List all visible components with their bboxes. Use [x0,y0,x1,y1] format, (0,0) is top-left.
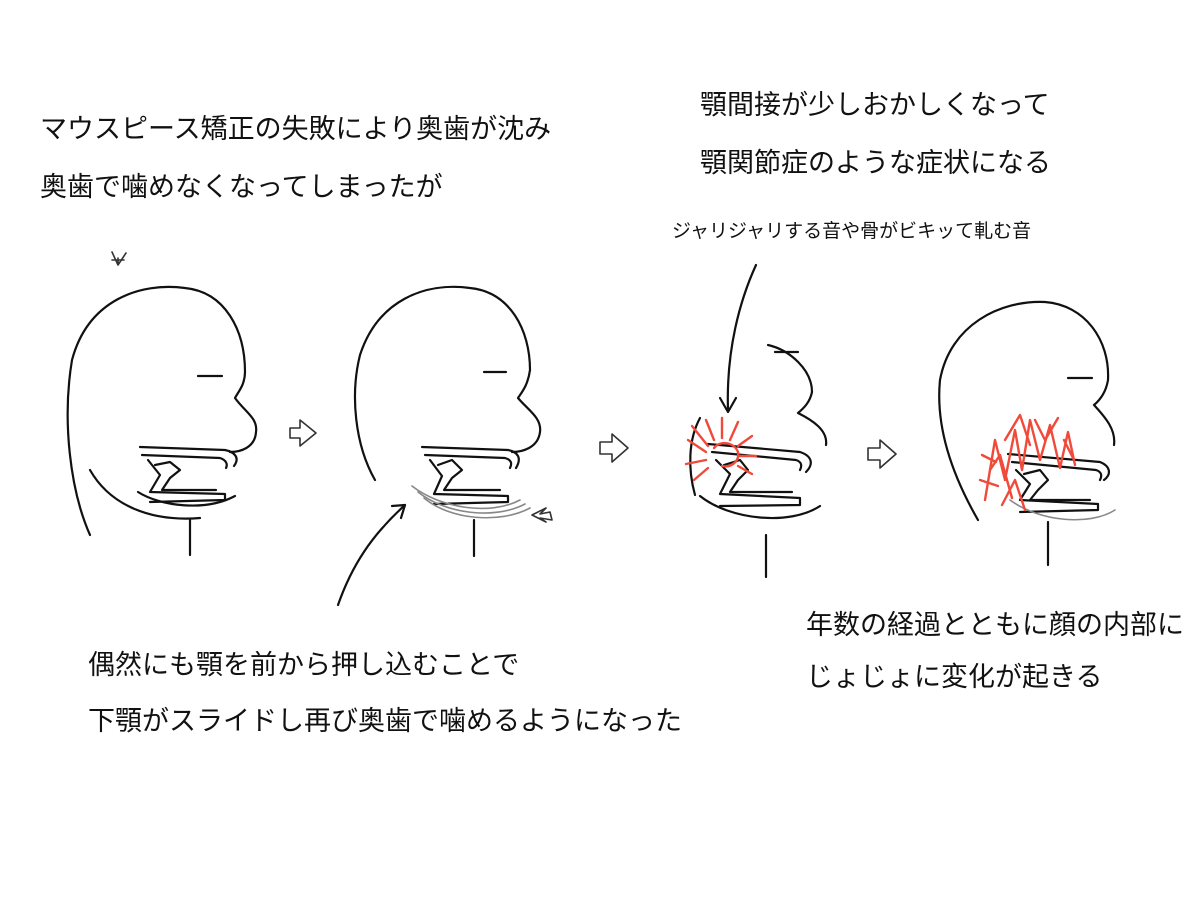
caption-bottom-right-line1: 年数の経過とともに顔の内部に [806,610,1184,641]
pointer-arrow [718,263,758,414]
caption-top-right-line1: 顎間接が少しおかしくなって [700,90,1050,121]
arrow-right-icon [289,419,317,447]
change-marks [978,413,1077,512]
jaw-outline-4 [1006,452,1116,521]
curved-arrow [336,503,407,607]
arrow-right-icon [599,433,629,463]
jaw-outline-3 [698,442,822,520]
caption-sound-note: ジャリジャリする音や骨がビキッて軋む音 [672,220,1032,242]
caption-top-right-line2: 顎関節症のような症状になる [700,148,1051,179]
caption-bottom-left-line1: 偶然にも顎を前から押し込むことで [88,650,520,681]
arrow-right-icon [867,439,897,469]
head-1 [66,285,258,557]
head-3 [684,263,828,579]
caption-top-left-line2: 奥歯で噛めなくなってしまったが [40,172,443,203]
jaw-outline-2 [411,445,531,519]
caption-bottom-left-line2: 下顎がスライドし再び奥歯で噛めるようになった [88,706,682,737]
arrow-push-icon [531,507,553,523]
jaw-outline-1 [136,445,238,507]
pain-burst [684,416,758,482]
head-4 [938,300,1116,567]
caption-bottom-right-line2: じょじょに変化が起きる [806,662,1103,693]
caption-top-left-line1: マウスピース矯正の失敗により奥歯が沈み [40,114,552,145]
head-2 [353,285,542,558]
arrow-down-icon [111,251,127,266]
